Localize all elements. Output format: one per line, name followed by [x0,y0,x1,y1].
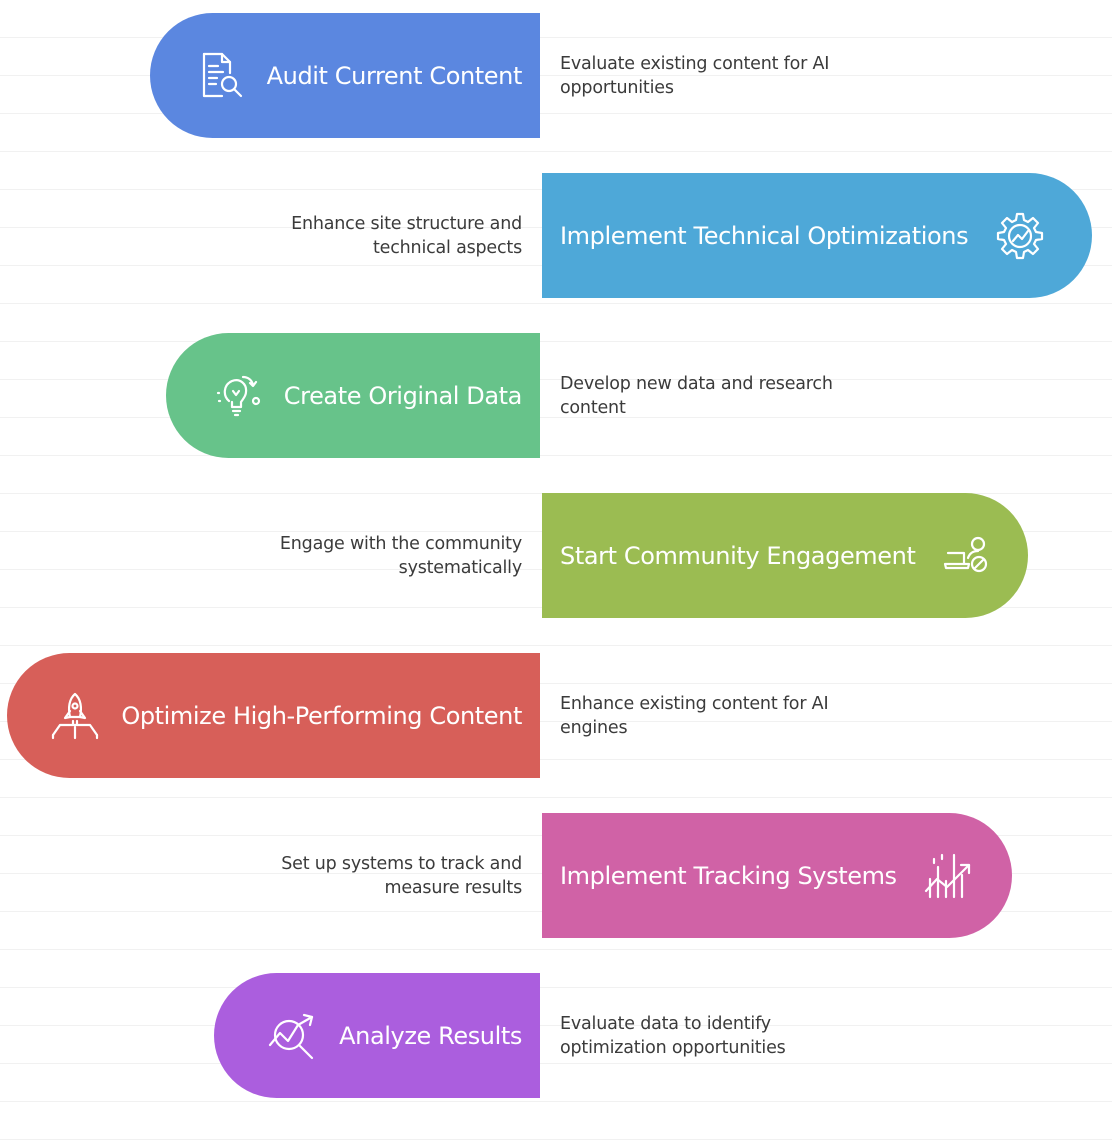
step-pill-analyze: Analyze Results [214,973,540,1098]
bar-chart-trend-icon [923,850,975,902]
step-description: Evaluate data to identify optimization o… [560,973,860,1098]
step-title: Create Original Data [283,381,523,410]
step-description-text: Enhance existing content for AI engines [560,693,829,738]
community-laptop-icon [941,530,993,582]
step-description-text: Develop new data and research content [560,373,833,418]
chart-magnifier-icon [267,1010,319,1062]
step-description-text: Evaluate existing content for AI opportu… [560,53,830,98]
step-description: Engage with the community systematically [222,493,522,618]
step-title: Analyze Results [339,1021,522,1050]
step-pill-tracking: Implement Tracking Systems [542,813,1012,938]
step-title: Implement Technical Optimizations [560,221,969,250]
step-description-text: Enhance site structure and technical asp… [291,213,522,258]
step-title: Start Community Engagement [560,541,916,570]
step-pill-community: Start Community Engagement [542,493,1028,618]
step-description: Evaluate existing content for AI opportu… [560,13,860,138]
step-description: Enhance existing content for AI engines [560,653,860,778]
lightbulb-icon [212,370,264,422]
step-description: Set up systems to track and measure resu… [222,813,522,938]
step-title: Audit Current Content [266,61,523,90]
document-search-icon [195,50,247,102]
step-pill-technical: Implement Technical Optimizations [542,173,1092,298]
step-title: Optimize High-Performing Content [121,701,522,730]
step-description-text: Evaluate data to identify optimization o… [560,1013,786,1058]
rocket-icon [49,690,101,742]
step-pill-original-data: Create Original Data [166,333,540,458]
step-title: Implement Tracking Systems [560,861,897,890]
step-pill-optimize: Optimize High-Performing Content [7,653,540,778]
step-pill-audit: Audit Current Content [150,13,540,138]
step-description-text: Set up systems to track and measure resu… [281,853,522,898]
step-description: Develop new data and research content [560,333,860,458]
gear-chart-icon [994,210,1046,262]
step-description: Enhance site structure and technical asp… [222,173,522,298]
step-description-text: Engage with the community systematically [279,533,522,578]
